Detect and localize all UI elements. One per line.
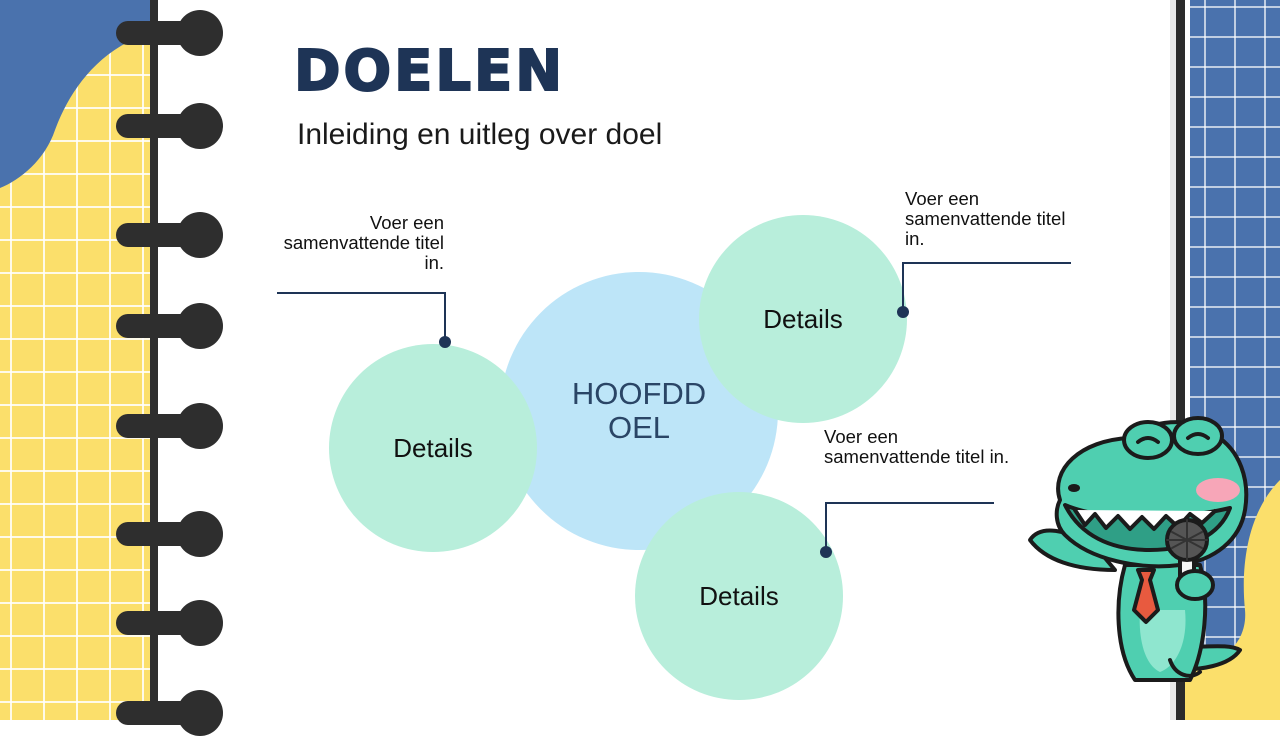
slide-subtitle[interactable]: Inleiding en uitleg over doel bbox=[297, 118, 663, 151]
crocodile-mascot-icon bbox=[1028, 416, 1249, 682]
detail-circle-top-right[interactable]: Details bbox=[699, 215, 907, 423]
detail-label: Details bbox=[763, 303, 843, 334]
detail-circle-left[interactable]: Details bbox=[329, 344, 537, 552]
left-blue-blob bbox=[0, 0, 300, 188]
detail-note-bottom[interactable]: Voer een samenvattende titel in. bbox=[824, 426, 1010, 467]
slide-title[interactable]: Doelen bbox=[293, 39, 566, 104]
detail-label: Details bbox=[699, 580, 779, 611]
notebook-ring-icon bbox=[116, 511, 223, 557]
notebook-ring-icon bbox=[116, 103, 223, 149]
main-goal-label: HOOFDD OEL bbox=[571, 375, 707, 445]
detail-note-top-right[interactable]: Voer een samenvattende titel in. bbox=[905, 188, 1066, 249]
notebook-ring-icon bbox=[116, 600, 223, 646]
page-edge bbox=[1170, 0, 1176, 720]
notebook-ring-icon bbox=[116, 690, 223, 736]
notebook-ring-icon bbox=[116, 212, 223, 258]
detail-circle-bottom[interactable]: Details bbox=[635, 492, 843, 700]
notebook-ring-icon bbox=[116, 10, 223, 56]
notebook-spine bbox=[150, 0, 158, 720]
notebook-ring-icon bbox=[116, 303, 223, 349]
page-edge-shadow bbox=[1176, 0, 1185, 720]
notebook-ring-icon bbox=[116, 403, 223, 449]
detail-note-left[interactable]: Voer een samenvattende titel in. bbox=[283, 212, 444, 273]
detail-label: Details bbox=[393, 432, 473, 463]
